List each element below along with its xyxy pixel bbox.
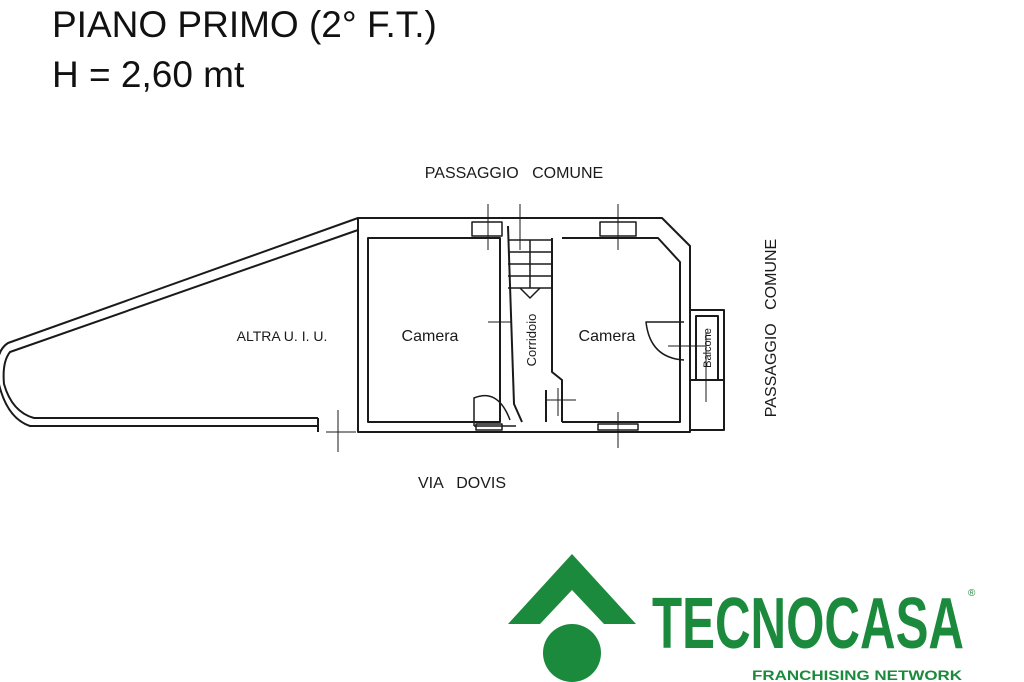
ceiling-height: H = 2,60 mt [52,54,245,95]
logo-house-icon [508,554,636,682]
windows [471,221,639,431]
label-street: VIA DOVIS [418,475,506,492]
corridor-wall [545,238,563,422]
staircase [508,239,553,299]
label-top-passage: PASSAGGIO COMUNE [425,165,603,182]
floor-title: PIANO PRIMO (2° F.T.) [52,4,437,45]
reference-crosses [326,204,707,452]
tecnocasa-logo: TECNOCASA ® FRANCHISING NETWORK [508,554,976,682]
room-camera-right: Camera [579,328,636,345]
balcony [689,309,725,431]
room-balcone: Balcone [702,328,714,368]
label-right-passage: PASSAGGIO COMUNE [763,239,780,417]
outer-walls [317,217,691,433]
door-swing-bottom [473,394,516,427]
brand-tagline: FRANCHISING NETWORK [752,667,962,682]
registered-mark: ® [968,588,976,599]
other-unit-outline [0,217,359,427]
room-camera-left: Camera [402,328,459,345]
room-corridoio: Corridoio [524,314,539,367]
label-other-unit: ALTRA U. I. U. [237,328,328,344]
brand-name: TECNOCASA [652,584,964,664]
door-swing-right [645,321,685,361]
